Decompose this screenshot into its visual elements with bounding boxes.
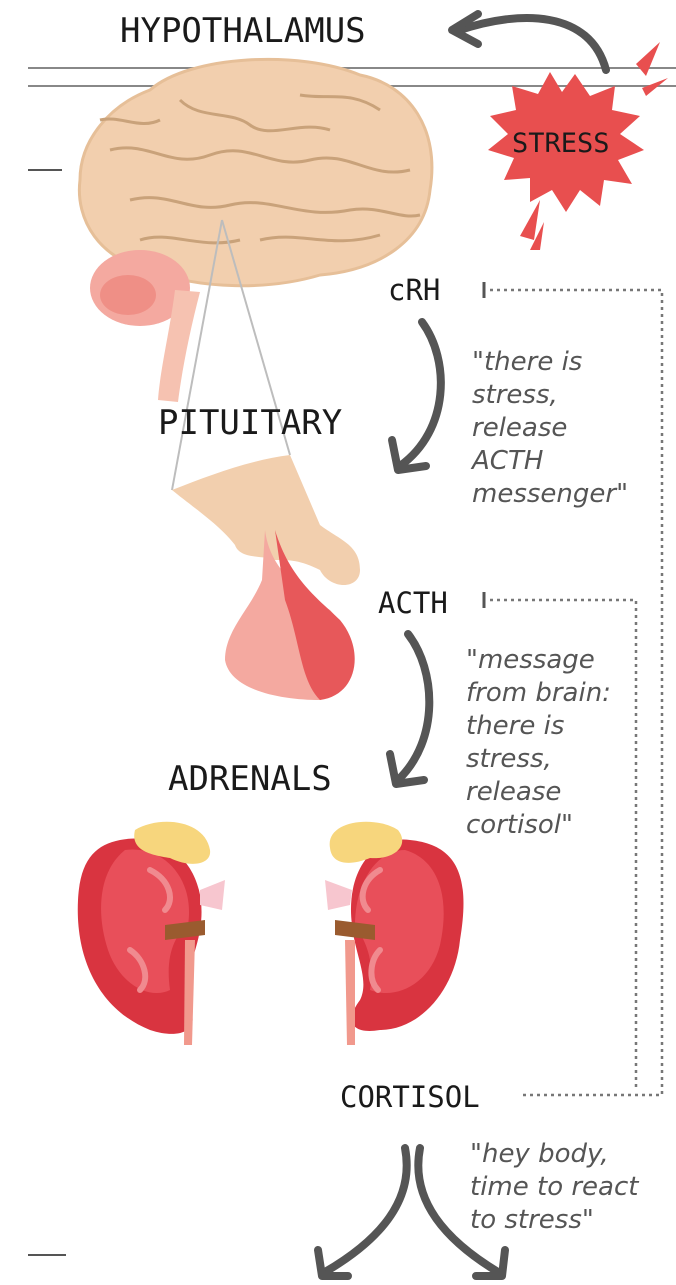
acth-quote: "message from brain: there is stress, re… [466,645,619,840]
acth-label: ACTH [378,586,448,620]
cortisol-quote-line-2: time to react [470,1172,639,1202]
acth-quote-line-5: release [466,777,561,807]
left-kidney-illustration [78,822,225,1045]
cortisol-quote-line-1: "hey body, [470,1139,609,1169]
brain-illustration [79,59,432,402]
crh-quote: "there is stress, release ACTH messenger… [470,347,628,509]
adrenals-label: ADRENALS [168,759,332,799]
cortisol-quote: "hey body, time to react to stress" [470,1139,647,1235]
cortisol-arrow-left [325,1148,407,1272]
crh-label: cRH [388,273,440,307]
acth-quote-line-4: stress, [466,744,552,774]
acth-quote-line-6: cortisol" [466,810,573,840]
crh-quote-line-3: release [472,413,567,443]
pituitary-label: PITUITARY [158,403,342,443]
acth-arrow [398,634,429,780]
crh-arrow [400,322,441,466]
pituitary-illustration [172,455,360,700]
cortisol-label: CORTISOL [340,1080,480,1114]
acth-quote-line-1: "message [466,645,595,675]
acth-quote-line-2: from brain: [466,678,611,708]
crh-quote-line-5: messenger" [472,479,628,509]
stress-label: STRESS [512,128,610,159]
right-kidney-illustration [325,822,463,1045]
crh-quote-line-1: "there is [472,347,582,377]
crh-quote-line-2: stress, [472,380,558,410]
hypothalamus-label: HYPOTHALAMUS [120,11,366,51]
cortisol-quote-line-3: to stress" [470,1205,594,1235]
crh-quote-line-4: ACTH [470,446,543,476]
acth-quote-line-3: there is [466,711,564,741]
